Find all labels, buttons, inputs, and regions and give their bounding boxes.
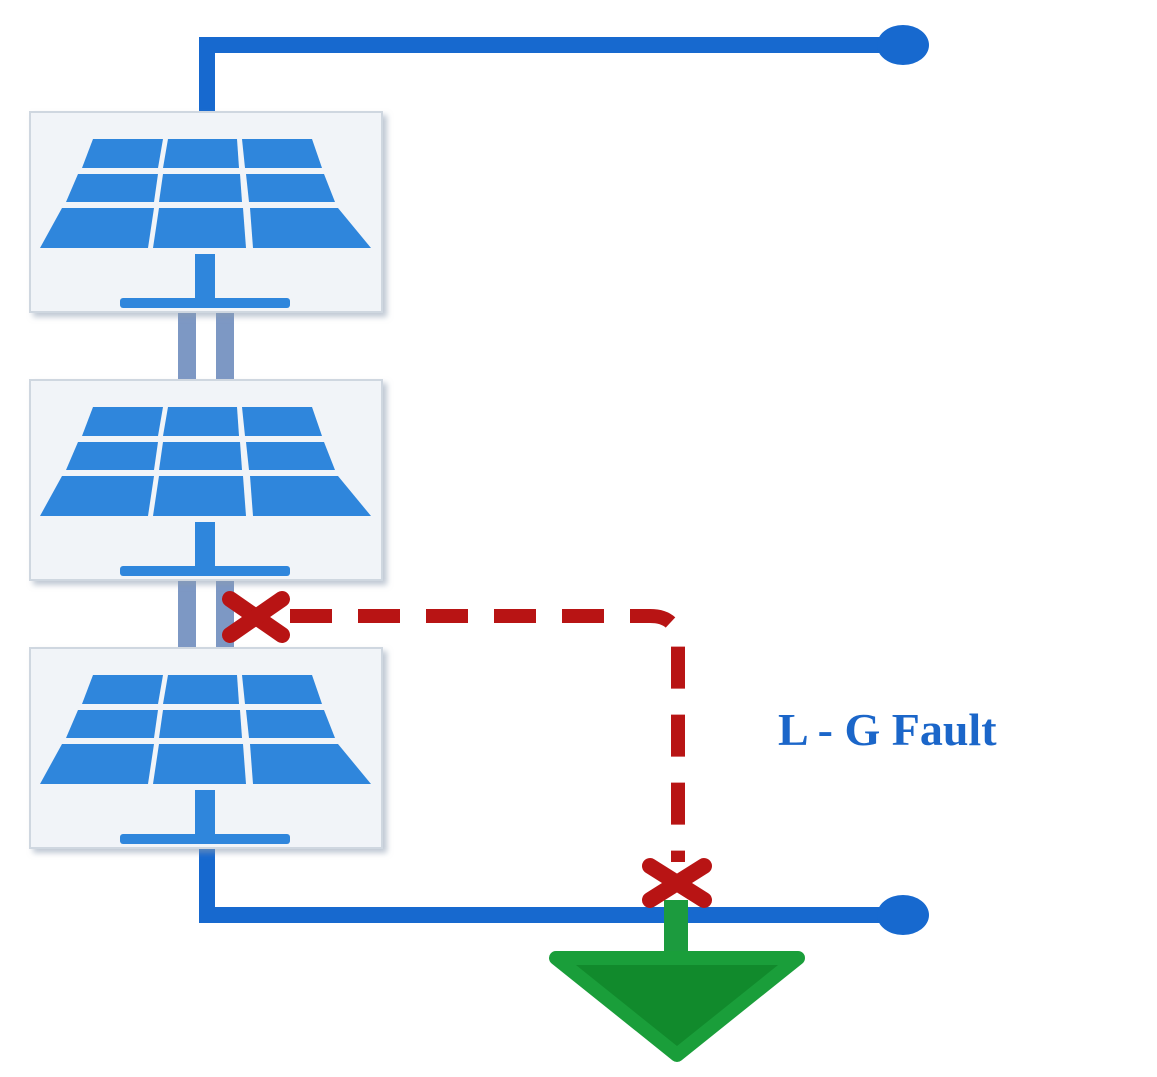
solar-panel-icon: [29, 111, 383, 313]
fault-label: L - G Fault: [778, 704, 997, 755]
bottom-terminal-dot-icon: [877, 895, 929, 935]
top-wire: [199, 37, 900, 112]
ground-cross-mark-icon: [642, 858, 712, 908]
solar-panel-icon: [29, 379, 383, 581]
panel-connector-1: [178, 312, 234, 382]
top-terminal-dot-icon: [877, 25, 929, 65]
fault-cross-mark-icon: [222, 591, 290, 643]
bottom-wire: [199, 845, 900, 923]
ground-symbol-icon: [549, 951, 805, 1062]
solar-panel-icon: [29, 647, 383, 849]
fault-path: [290, 609, 685, 862]
